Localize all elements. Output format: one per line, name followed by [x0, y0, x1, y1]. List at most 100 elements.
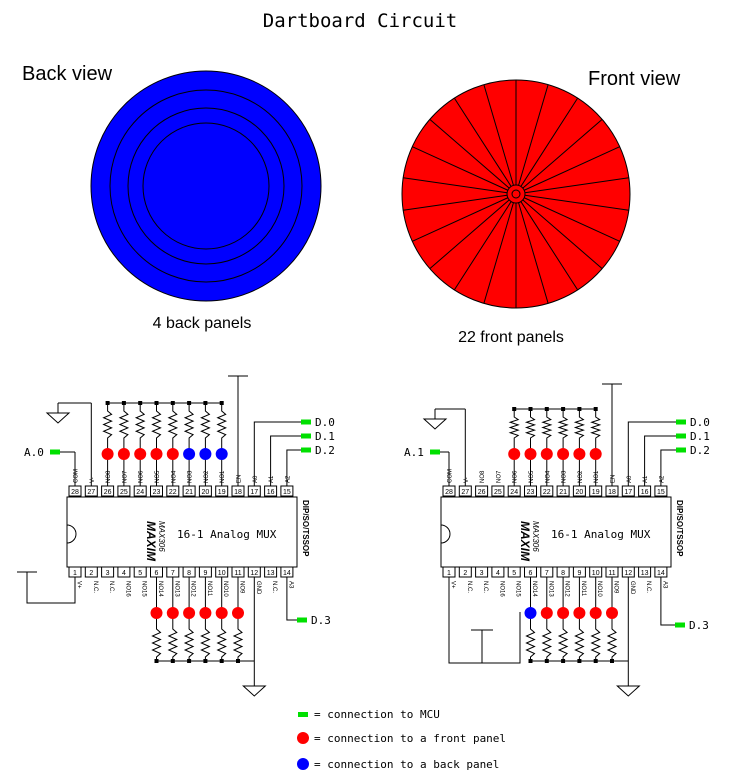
chip-pin — [117, 566, 131, 578]
pin-number: 12 — [624, 570, 632, 577]
front-view-dartboard — [401, 79, 631, 309]
pin-name: NO7 — [496, 470, 502, 483]
pin-number: 18 — [608, 489, 616, 496]
front-panel-connection — [606, 607, 618, 619]
pin-number: 15 — [657, 489, 665, 496]
pin-number: 2 — [89, 570, 93, 577]
pin-name: NO16 — [498, 581, 504, 597]
front-panel-connection — [183, 607, 196, 619]
front-panel-connection — [573, 607, 586, 619]
digital-connection-marker — [675, 622, 685, 628]
back-view-label: Back view — [22, 63, 113, 85]
segment-line — [453, 97, 512, 187]
digital-connection-marker — [676, 419, 686, 425]
pin-number: 5 — [138, 570, 142, 577]
back-panel-connection — [183, 448, 196, 460]
resistor — [200, 407, 211, 442]
segment-line — [523, 146, 620, 191]
pin-name: NO2 — [204, 470, 210, 483]
pin-name: A3 — [661, 581, 667, 589]
pin-number: 25 — [120, 489, 128, 496]
pin-name: NO15 — [141, 581, 147, 597]
pin-name: NO15 — [515, 581, 521, 597]
wire — [286, 449, 301, 486]
pin-name: NO11 — [206, 581, 212, 597]
pin-name: NO9 — [239, 581, 245, 594]
pin-number: 12 — [250, 570, 258, 577]
resistor — [134, 407, 146, 442]
resistor — [167, 407, 179, 442]
chip-pin — [133, 566, 147, 578]
pin-name: V+ — [450, 581, 456, 589]
digital-label: D.2 — [690, 444, 710, 457]
chip-name: 16-1 Analog MUX — [551, 528, 651, 541]
wire — [270, 435, 301, 486]
resistor — [183, 407, 195, 442]
pin-name: NO7 — [122, 470, 128, 483]
legend-back-marker — [297, 758, 309, 770]
resistor — [590, 625, 601, 661]
resistor — [151, 625, 162, 661]
chip-pin — [84, 566, 98, 578]
pin-name: NO13 — [547, 581, 553, 597]
resistor — [118, 407, 130, 442]
pin-name: N.C. — [108, 581, 114, 593]
front-panel-connection — [524, 448, 537, 460]
pin-number: 24 — [510, 489, 518, 496]
legend-front-text: = connection to a front panel — [314, 732, 506, 745]
pin-name: NO4 — [545, 470, 551, 483]
legend-front-marker — [297, 732, 309, 744]
pin-name: V- — [464, 477, 470, 483]
resistor — [541, 413, 553, 442]
digital-label: D.3 — [311, 614, 331, 627]
segment-line — [518, 84, 549, 186]
front-panel-connection — [117, 448, 130, 460]
pin-name: NO4 — [171, 470, 177, 483]
pin-number: 20 — [202, 489, 210, 496]
digital-label: D.1 — [315, 430, 335, 443]
front-panel-connection — [540, 448, 553, 460]
resistor — [200, 625, 211, 661]
pin-name: A0 — [253, 475, 259, 483]
pin-number: 21 — [185, 489, 193, 496]
back-panel-connection — [524, 607, 537, 619]
back-panel-connection — [215, 448, 228, 460]
pin-name: NO8 — [480, 470, 486, 483]
pin-name: NO11 — [580, 581, 586, 597]
digital-connection-marker — [676, 433, 686, 439]
pin-number: 19 — [592, 489, 600, 496]
chip-brand-logo: MAXIM — [144, 521, 158, 562]
pin-name: NO10 — [222, 581, 228, 597]
pin-number: 5 — [512, 570, 516, 577]
legend-mcu-marker — [298, 712, 308, 717]
digital-connection-marker — [301, 447, 311, 453]
digital-label: D.0 — [690, 416, 710, 429]
pin-name: NO6 — [139, 470, 145, 483]
front-panel-connection — [199, 607, 212, 619]
chip-part-number: MAX306 — [157, 521, 166, 552]
mux-chip-body — [440, 496, 672, 568]
pin-number: 9 — [577, 570, 581, 577]
pin-name: N.C. — [271, 581, 277, 593]
pin-name: NO2 — [578, 470, 584, 483]
pin-number: 2 — [463, 570, 467, 577]
pin-number: 6 — [155, 570, 159, 577]
resistor — [183, 625, 195, 661]
pin-name: NO12 — [190, 581, 196, 597]
digital-connection-marker — [676, 447, 686, 453]
pin-name: EN — [237, 475, 243, 483]
front-panel-connection — [589, 448, 602, 460]
wire — [627, 421, 676, 486]
resistor — [541, 625, 553, 661]
pin-number: 28 — [445, 489, 453, 496]
pin-number: 26 — [104, 489, 112, 496]
pin-name: A3 — [287, 581, 293, 589]
pin-number: 27 — [461, 489, 469, 496]
segment-line — [429, 118, 510, 189]
back-view-dartboard — [90, 70, 322, 302]
ground-triangle — [422, 418, 448, 430]
segment-line — [523, 197, 620, 242]
resistor — [573, 413, 586, 442]
